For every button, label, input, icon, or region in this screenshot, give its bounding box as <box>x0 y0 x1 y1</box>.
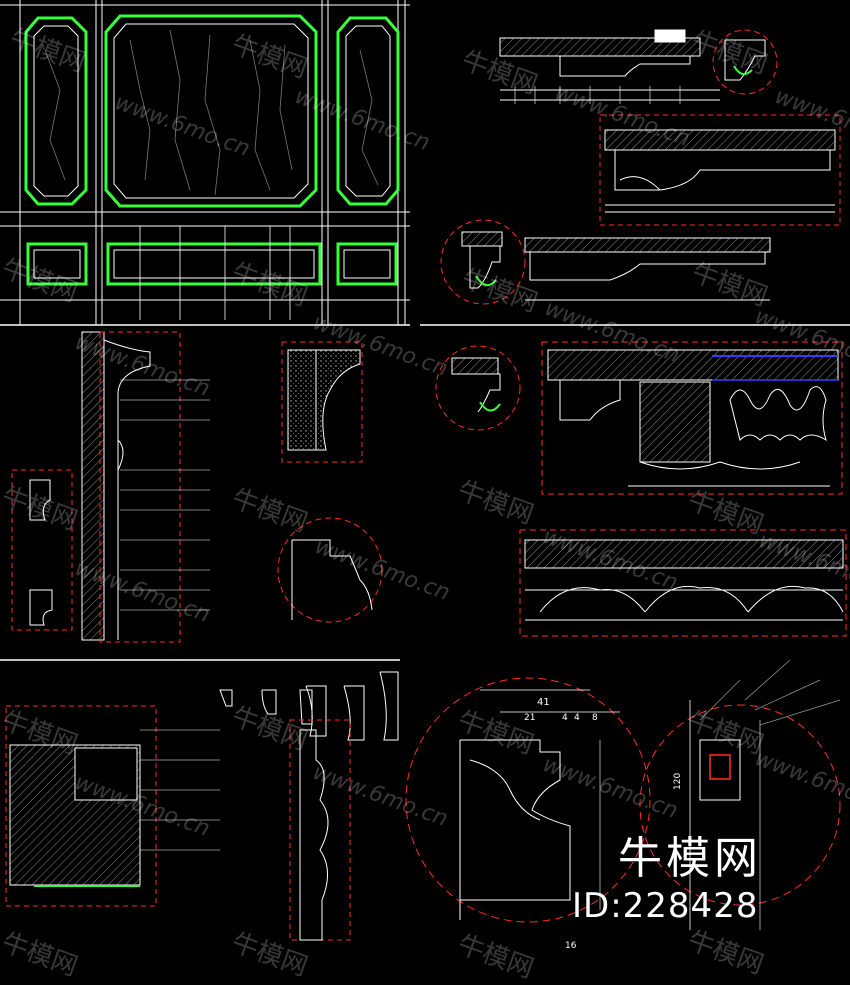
arched-cornice-band <box>519 529 847 637</box>
dim-bottom: 16 <box>565 941 577 951</box>
model-id-label: ID:228428 <box>572 886 759 926</box>
brand-logo-text: 牛模网 <box>618 833 762 884</box>
dim-row2-a: 21 <box>524 713 535 723</box>
cad-drawing-canvas: 41 21 4 4 8 16 120 <box>0 0 850 951</box>
dim-row2-c: 4 <box>574 713 580 723</box>
dim-side: 120 <box>673 773 683 790</box>
bottom-plan-section <box>5 671 399 941</box>
wall-elevation-panels <box>0 0 410 326</box>
enlarged-moulding-detail <box>405 659 841 930</box>
wall-vertical-section <box>0 331 521 661</box>
dim-row2-d: 8 <box>592 713 598 723</box>
dim-row2-b: 4 <box>562 713 568 723</box>
cornice-section-middle <box>420 219 850 326</box>
cornice-section-top <box>499 29 841 226</box>
dim-top: 41 <box>537 697 550 708</box>
ceiling-section-detail <box>541 341 843 495</box>
